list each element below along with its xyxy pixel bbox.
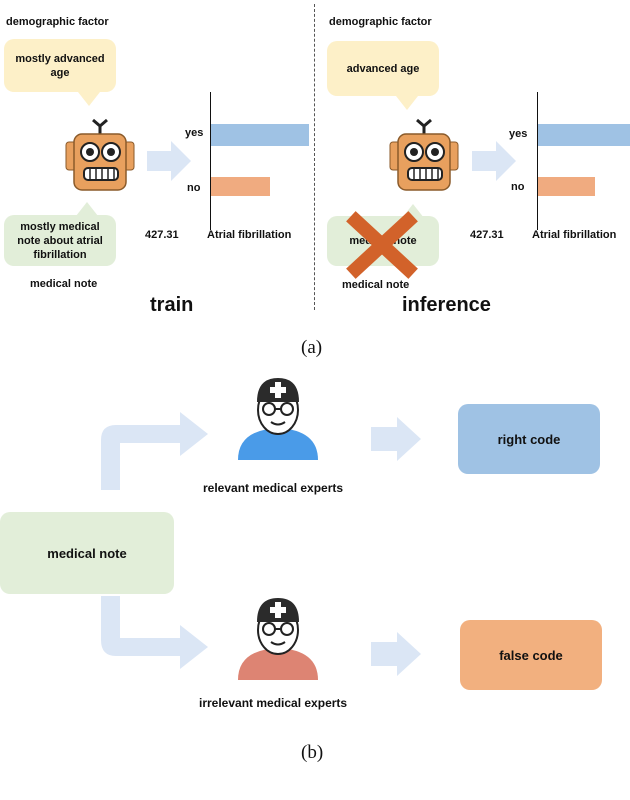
train-demographic-bubble-text: mostly advanced age — [15, 52, 105, 79]
train-no-label: no — [187, 182, 201, 194]
inference-no-label: no — [511, 181, 525, 193]
right-code-label: right code — [497, 431, 561, 447]
inference-code: 427.31 — [470, 229, 504, 241]
train-code-desc: Atrial fibrillation — [207, 229, 292, 241]
train-demographic-title: demographic factor — [6, 16, 109, 28]
train-axis — [210, 92, 211, 230]
inference-axis — [537, 92, 538, 230]
train-demographic-bubble: mostly advanced age — [4, 39, 116, 92]
train-no-bar — [211, 177, 270, 196]
robot-icon — [389, 118, 459, 191]
inference-demographic-bubble-text: advanced age — [346, 62, 420, 75]
inference-code-desc: Atrial fibrillation — [532, 229, 617, 241]
train-yes-label: yes — [185, 127, 204, 139]
caption-a: (a) — [301, 337, 323, 358]
doctor-icon — [238, 378, 318, 460]
train-note-bubble: mostly medical note about atrial fibrill… — [4, 215, 116, 266]
inference-demographic-bubble: advanced age — [327, 41, 439, 96]
false-code-box: false code — [460, 620, 602, 690]
robot-icon — [65, 118, 135, 191]
train-stage-label: train — [150, 294, 194, 316]
inference-stage-label: inference — [402, 294, 491, 316]
false-code-label: false code — [499, 647, 563, 663]
medical-note-label: medical note — [47, 545, 127, 561]
medical-note-box: medical note — [0, 512, 174, 594]
inference-note-title: medical note — [342, 279, 410, 291]
inference-demographic-title: demographic factor — [329, 16, 432, 28]
train-arrow — [147, 141, 191, 181]
panel-a-divider — [314, 4, 315, 310]
train-note-title: medical note — [30, 278, 98, 290]
irrelevant-arrow — [371, 632, 421, 676]
inference-no-bar — [538, 177, 595, 196]
inference-yes-bar — [538, 124, 630, 146]
doctor-icon — [238, 598, 318, 680]
train-note-bubble-text: mostly medical note about atrial fibrill… — [17, 220, 103, 261]
relevant-experts-label: relevant medical experts — [203, 481, 344, 495]
relevant-arrow — [371, 417, 421, 461]
inference-arrow — [472, 141, 516, 181]
inference-yes-label: yes — [509, 128, 528, 140]
right-code-box: right code — [458, 404, 600, 474]
cross-icon — [346, 211, 418, 279]
train-yes-bar — [211, 124, 309, 146]
train-code: 427.31 — [145, 229, 179, 241]
caption-b: (b) — [301, 742, 324, 763]
irrelevant-experts-label: irrelevant medical experts — [199, 696, 348, 710]
